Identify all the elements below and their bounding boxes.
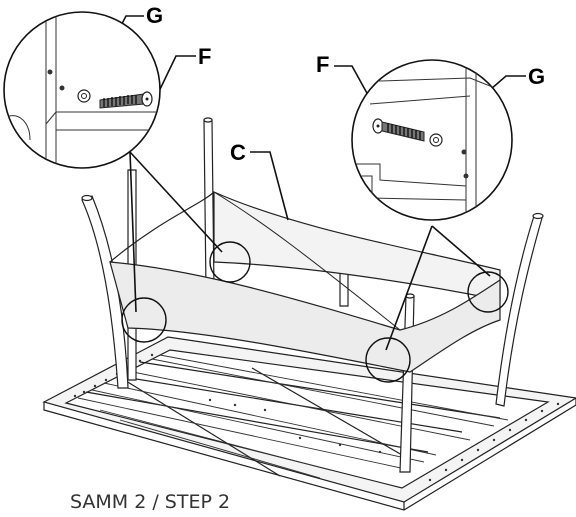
leg-right — [495, 215, 543, 407]
bolt-icon — [372, 118, 425, 142]
sling-c — [109, 191, 501, 373]
label-g-left: G — [146, 3, 163, 28]
leg-left-front — [81, 195, 129, 389]
leader-c — [250, 151, 289, 221]
frame-holes — [73, 353, 560, 482]
joint-circles — [121, 241, 509, 383]
table-slats — [77, 354, 509, 479]
joint-circle-back — [209, 241, 251, 283]
frame-divider — [117, 375, 281, 477]
cross-beam-3 — [139, 361, 501, 419]
cross-beam-1 — [85, 391, 429, 453]
label-g-right: G — [528, 64, 545, 89]
label-f-left: F — [198, 44, 211, 69]
joint-circle-right — [467, 271, 509, 313]
label-f-right: F — [316, 52, 329, 77]
joint-circle-left — [121, 297, 167, 343]
leg-back-center — [203, 119, 215, 291]
label-c: C — [230, 140, 246, 165]
step-caption: SAMM 2 / STEP 2 — [70, 491, 230, 513]
washer-icon — [429, 133, 443, 147]
joint-circle-front — [365, 337, 411, 383]
detail-circle-left — [3, 11, 161, 169]
sling-front-panel — [109, 261, 501, 373]
detail-circle-right — [351, 59, 513, 221]
washer-icon — [77, 89, 91, 103]
bolt-icon — [99, 91, 153, 109]
